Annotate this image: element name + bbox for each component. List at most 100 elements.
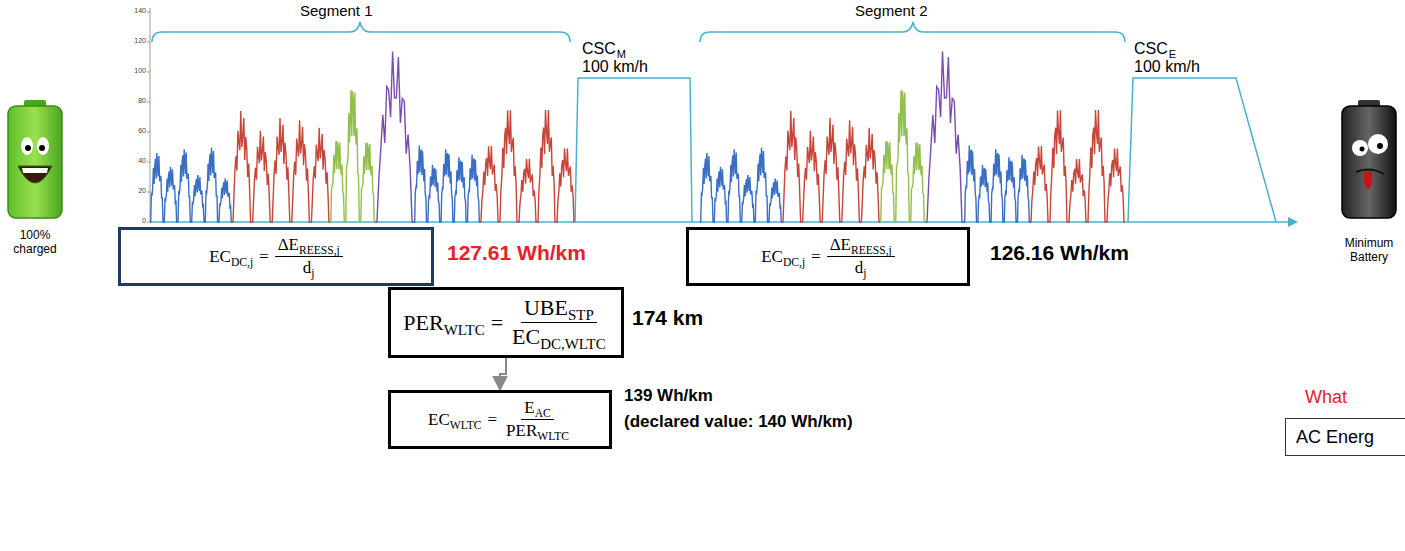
speed-trace: [782, 111, 880, 222]
annotation-label: CSC: [582, 40, 616, 58]
formula-symbol: d: [855, 258, 864, 277]
formula-symbol: EC: [512, 324, 540, 349]
formula-part: EAC: [521, 398, 553, 420]
speed-trace: [1030, 110, 1125, 222]
formula-part: ΔEREESS,j: [827, 235, 895, 257]
formula-box: ECDC,j = ΔEREESS,jdj: [686, 227, 970, 286]
annotation-label: 127.61 Wh/km: [447, 241, 586, 265]
annotation-label: 100% charged: [3, 228, 67, 256]
formula-part: ECDC,WLTC: [509, 323, 609, 350]
axis-arrowhead: [1288, 217, 1298, 227]
annotation-label: 100 km/h: [1134, 58, 1200, 76]
formula-part: EACPERWLTC: [503, 398, 572, 441]
time-axis: [150, 221, 1288, 223]
speed-trace: [414, 146, 480, 223]
formula-subscript: AC: [535, 407, 551, 420]
axis-tick: [147, 12, 150, 13]
formula-subscript: REESS,j: [299, 244, 340, 257]
annotation-label: Segment 2: [855, 2, 928, 19]
formula-part: ECDC,j: [209, 247, 253, 267]
speed-trace: [880, 90, 925, 222]
formula-symbol: E: [524, 398, 534, 417]
formula-part: ECDC,j: [761, 247, 805, 267]
formula-symbol: ΔE: [278, 235, 299, 254]
speed-trace: [150, 148, 232, 222]
formula-part: ΔEREESS,j: [275, 235, 343, 257]
equals-sign: =: [259, 247, 269, 267]
formula-subscript: DC,j: [783, 256, 805, 269]
speed-trace: [700, 148, 782, 222]
formula-symbol: EC: [209, 247, 231, 266]
text-box: AC Energ: [1285, 418, 1405, 456]
formula-symbol: EC: [761, 247, 783, 266]
axis-tick-label: 140: [128, 7, 146, 14]
y-axis: [150, 8, 151, 222]
axis-tick: [147, 132, 150, 133]
formula-box: ECWLTC=EACPERWLTC: [388, 390, 612, 449]
segment-brace: [152, 22, 570, 42]
segment-brace: [700, 22, 1125, 42]
annotation-label: (declared value: 140 Wh/km): [624, 412, 853, 432]
speed-trace: [375, 52, 414, 223]
formula-part: ECWLTC: [428, 410, 481, 430]
speed-trace: [480, 110, 575, 222]
formula-box: ECDC,j = ΔEREESS,jdj: [118, 227, 434, 286]
axis-tick-label: 60: [128, 127, 146, 134]
equals-sign: =: [811, 247, 821, 267]
formula-part: dj: [852, 257, 870, 278]
formula-subscript: DC,WLTC: [540, 336, 606, 352]
formula-part: PERWLTC: [403, 310, 484, 336]
axis-tick-label: 40: [128, 157, 146, 164]
axis-tick-label: 80: [128, 97, 146, 104]
formula-symbol: PER: [403, 310, 443, 335]
equals-sign: =: [491, 310, 503, 336]
full-battery-icon: [8, 100, 62, 218]
formula-part: PERWLTC: [503, 420, 572, 441]
csc-profile: [1128, 78, 1276, 222]
annotation-label: 100 km/h: [582, 58, 648, 76]
annotation-label: 126.16 Wh/km: [990, 241, 1129, 265]
speed-trace: [330, 90, 375, 222]
axis-tick-label: 120: [128, 37, 146, 44]
formula-box: PERWLTC=UBESTPECDC,WLTC: [388, 287, 624, 358]
formula-subscript: WLTC: [450, 419, 482, 432]
formula-part: UBESTPECDC,WLTC: [509, 295, 609, 350]
axis-tick-label: 100: [128, 67, 146, 74]
axis-tick-label: 20: [128, 187, 146, 194]
formula-part: UBESTP: [521, 295, 597, 323]
formula-symbol: d: [303, 258, 312, 277]
formula-part: ΔEREESS,jdj: [275, 235, 343, 278]
axis-tick: [147, 222, 150, 223]
flow-arrow: [500, 358, 506, 390]
annotation-label: What: [1305, 387, 1347, 408]
formula-part: ΔEREESS,jdj: [827, 235, 895, 278]
formula-part: dj: [300, 257, 318, 278]
formula-symbol: UBE: [524, 295, 568, 320]
formula-subscript: j: [311, 267, 314, 280]
csc-profile: [575, 78, 692, 222]
empty-battery-icon: [1342, 100, 1396, 218]
axis-tick: [147, 102, 150, 103]
speed-trace: [925, 52, 964, 223]
formula-subscript: WLTC: [444, 322, 485, 338]
axis-tick-label: 0: [128, 217, 146, 224]
formula-symbol: EC: [428, 410, 450, 429]
annotation-label: Segment 1: [300, 2, 373, 19]
formula-subscript: REESS,j: [851, 244, 892, 257]
formula-subscript: WLTC: [537, 430, 569, 443]
annotation-label: Minimum Battery: [1337, 236, 1401, 264]
annotation-label: 174 km: [632, 306, 703, 330]
formula-symbol: ΔE: [830, 235, 851, 254]
formula-symbol: PER: [506, 421, 537, 440]
formula-subscript: DC,j: [231, 256, 253, 269]
axis-tick: [147, 192, 150, 193]
formula-subscript: STP: [568, 307, 594, 323]
axis-tick: [147, 72, 150, 73]
speed-trace: [964, 146, 1030, 223]
axis-tick: [147, 42, 150, 43]
speed-trace: [232, 111, 330, 222]
box-text: AC Energ: [1296, 427, 1374, 448]
equals-sign: =: [487, 410, 497, 430]
annotation-label: 139 Wh/km: [624, 386, 713, 406]
axis-tick: [147, 162, 150, 163]
